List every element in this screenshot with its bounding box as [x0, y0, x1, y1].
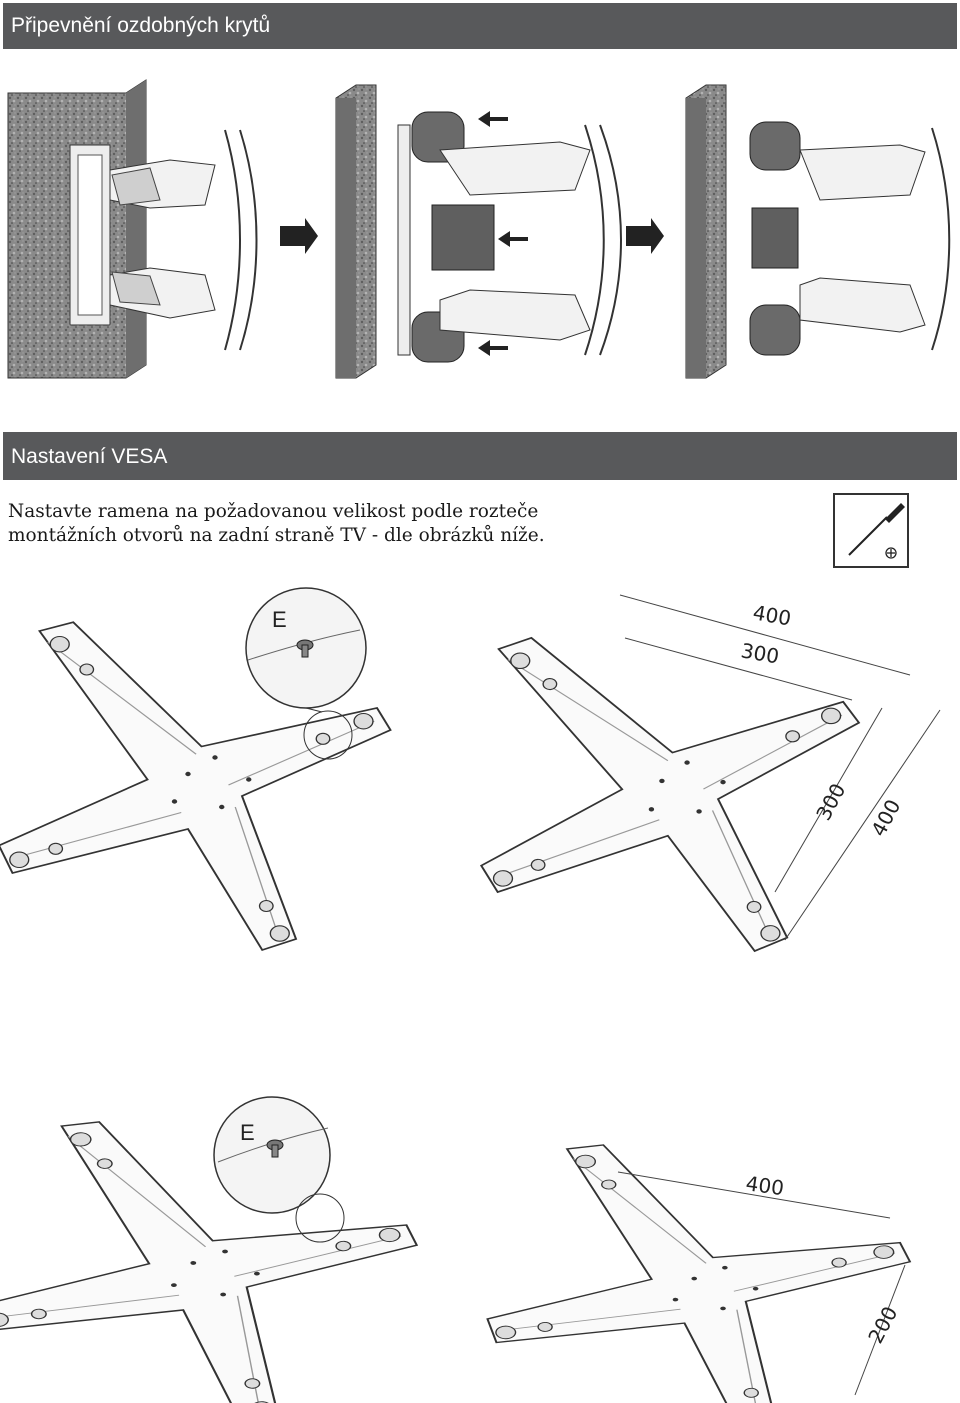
- section-title-vesa: Nastavení VESA: [11, 445, 168, 468]
- callout-magnifier: [213, 1096, 331, 1214]
- step-2-covers-attach: [335, 84, 622, 379]
- cover-steps-illustration: [7, 79, 951, 379]
- vesa-instructions: Nastavte ramena na požadovanou velikost …: [8, 500, 808, 548]
- vesa-figure-bottom-left: E: [0, 1096, 438, 1403]
- section-title-covers: Připevnění ozdobných krytů: [11, 14, 271, 37]
- arrow-right-icon: [626, 218, 664, 254]
- callout-label: E: [240, 1120, 255, 1145]
- instruction-line-1: Nastavte ramena na požadovanou velikost …: [8, 501, 539, 522]
- arrow-left-icon: [478, 340, 508, 356]
- dim-top-width-inner: 300: [739, 638, 781, 668]
- dim-top-height-outer: 400: [866, 795, 905, 840]
- step-1-bracket: [7, 79, 258, 379]
- section-header-vesa: Nastavení VESA: [3, 432, 957, 480]
- phillips-screwdriver-icon: [848, 503, 905, 559]
- dim-bottom-height: 200: [863, 1302, 902, 1347]
- callout-magnifier: [245, 587, 367, 709]
- vesa-figure-top-right: 400 300 300 400: [456, 594, 941, 971]
- vesa-figure-top-left: E: [0, 587, 392, 952]
- dim-top-height-inner: 300: [811, 779, 850, 824]
- dim-bottom-width: 400: [744, 1171, 785, 1200]
- dim-top-width-outer: 400: [751, 600, 793, 630]
- arrow-left-icon: [498, 231, 528, 247]
- section-header-covers: Připevnění ozdobných krytů: [3, 3, 957, 49]
- vesa-figure-bottom-right: 400 200: [467, 1137, 931, 1403]
- arrow-left-icon: [478, 111, 508, 127]
- screwdriver-tool-box: [833, 493, 909, 568]
- arrow-right-icon: [280, 218, 318, 254]
- instruction-line-2: montážních otvorů na zadní straně TV - d…: [8, 525, 545, 546]
- callout-label: E: [272, 607, 287, 632]
- step-3-covers-installed: [685, 84, 951, 379]
